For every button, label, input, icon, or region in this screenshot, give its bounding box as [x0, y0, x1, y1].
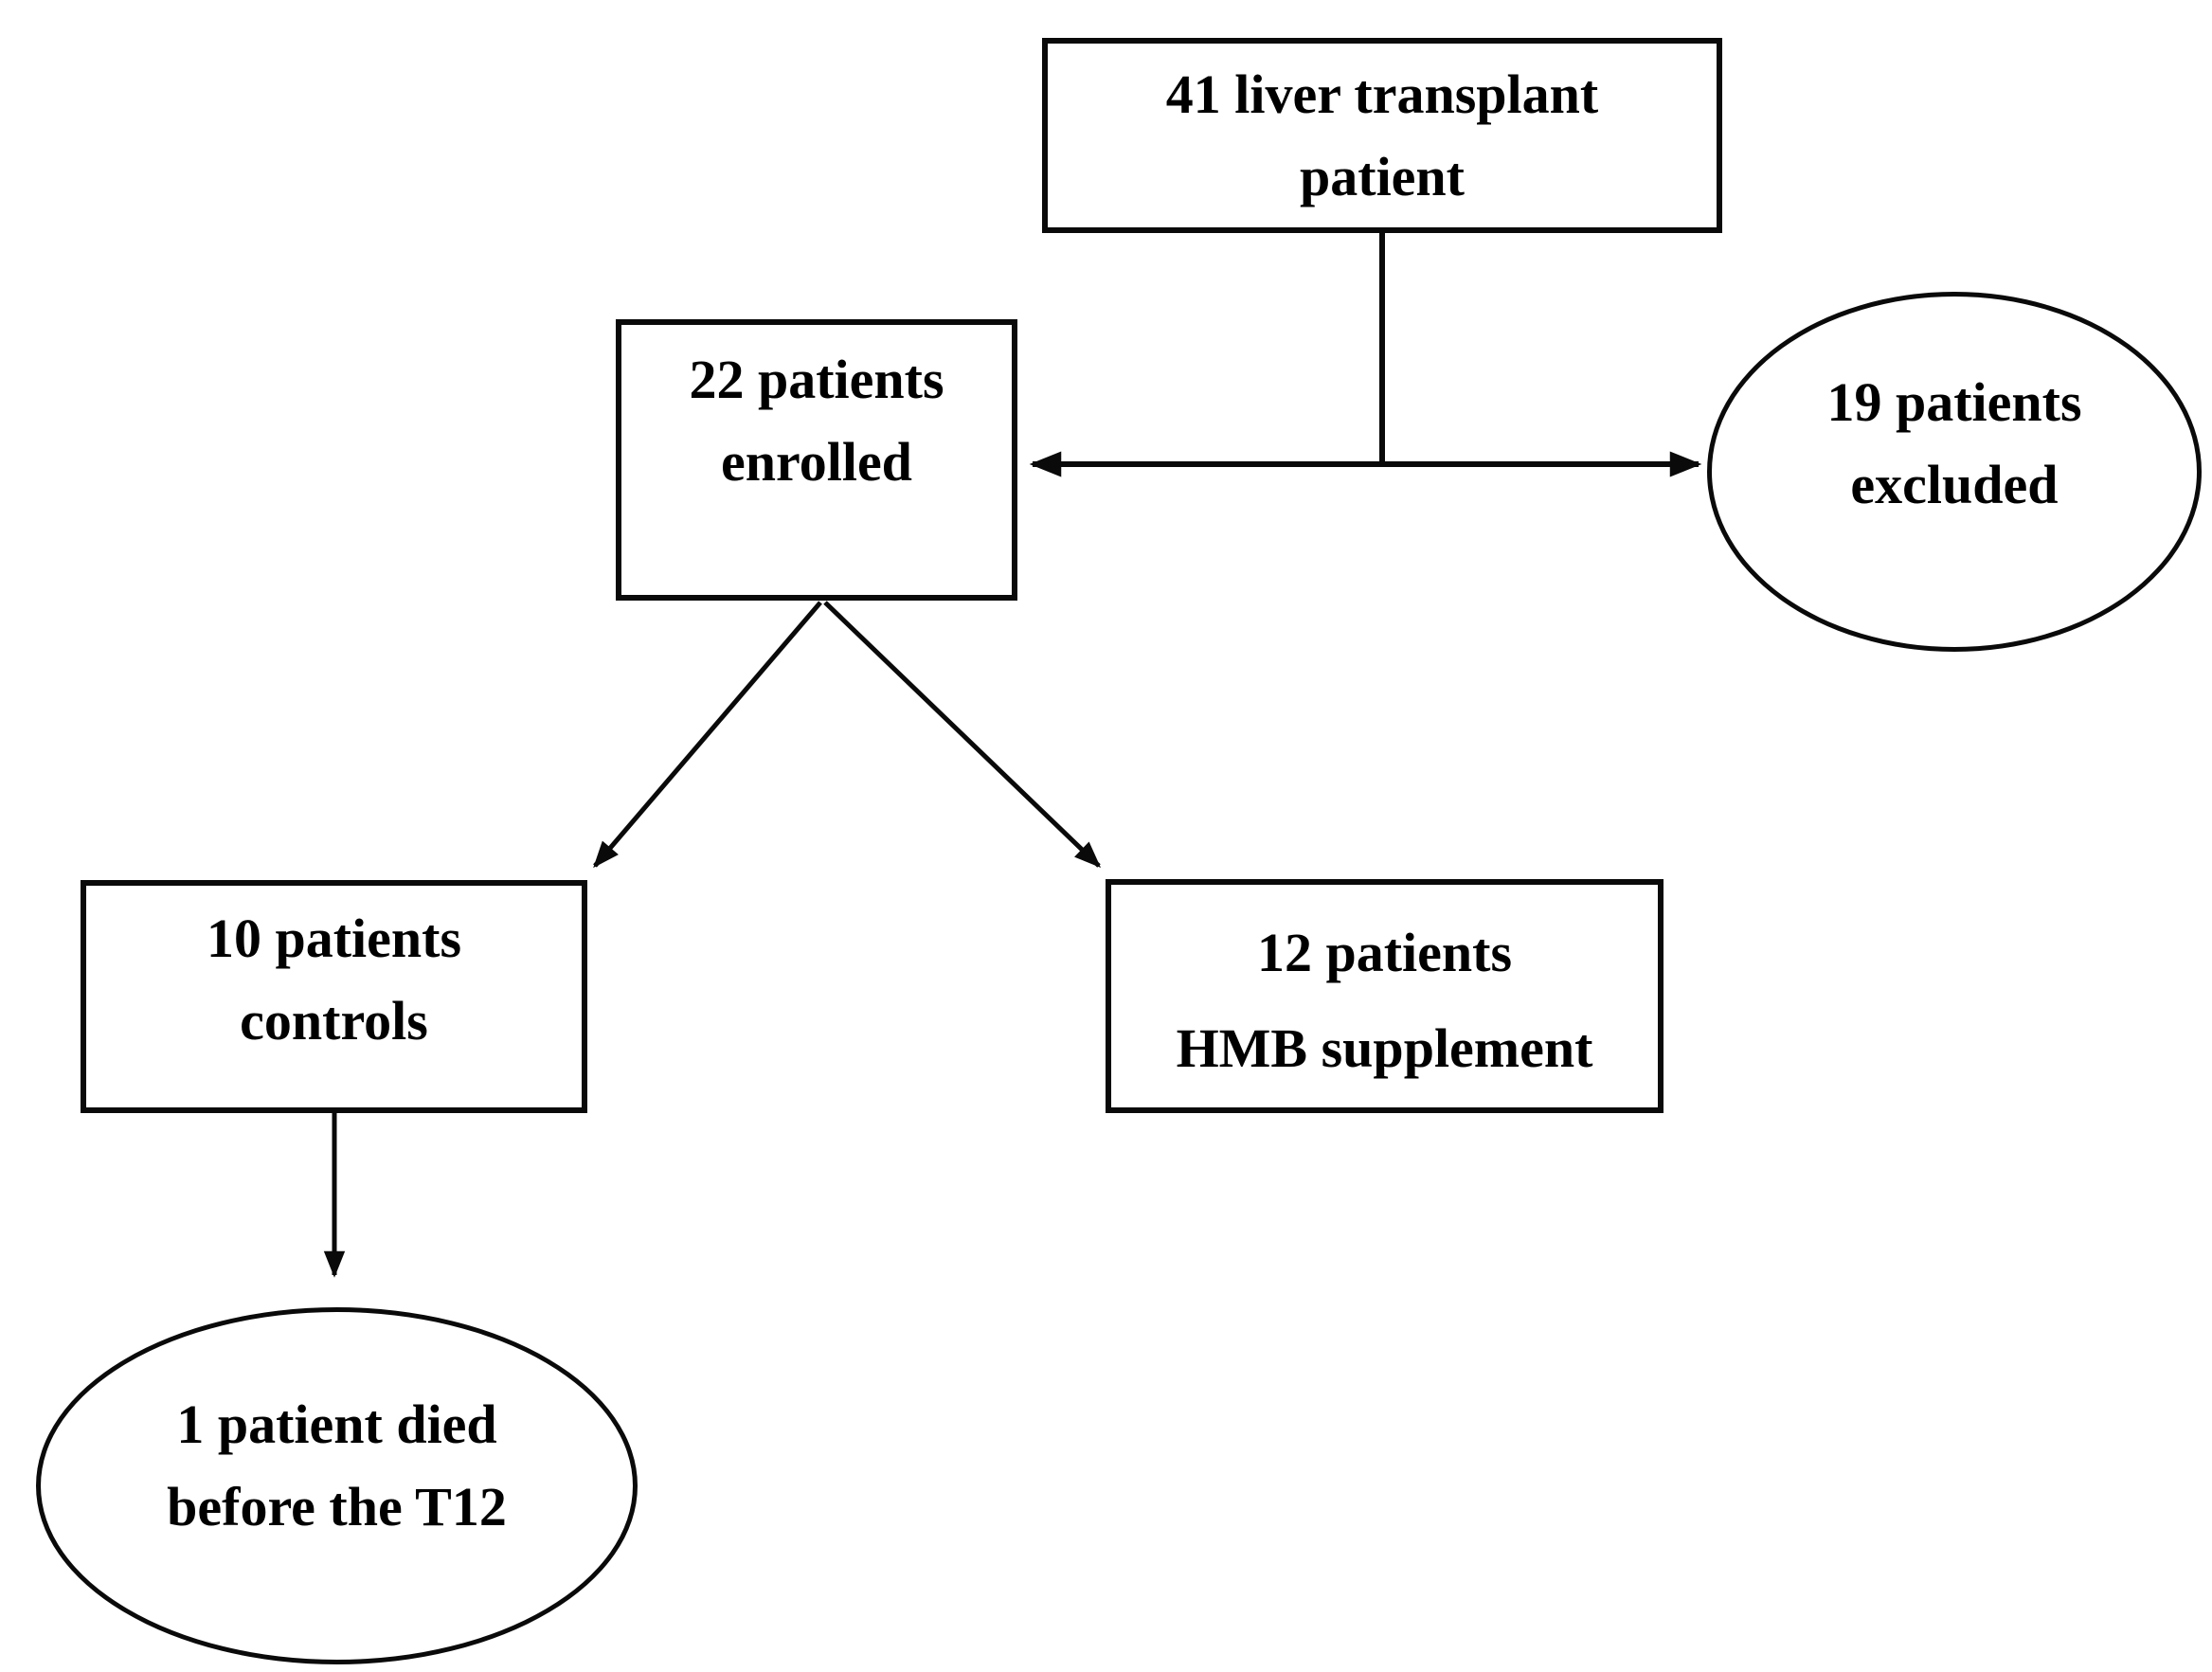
edge-enrolled-to-controls [593, 601, 822, 869]
node-hmb-line1: 12 patients [1256, 922, 1513, 983]
node-enrolled-line2: enrolled [721, 431, 912, 493]
node-hmb-supplement: 12 patients HMB supplement [1106, 879, 1663, 1113]
node-total-line2: patient [1300, 146, 1465, 207]
node-hmb-line2: HMB supplement [1176, 1017, 1593, 1079]
node-died-line2: before the T12 [167, 1475, 507, 1537]
node-excluded-line1: 19 patients [1826, 371, 2082, 433]
node-total-patients: 41 liver transplant patient [1042, 38, 1722, 233]
node-patient-died: 1 patient died before the T12 [36, 1307, 638, 1664]
node-enrolled-line1: 22 patients [689, 349, 944, 410]
node-died-label: 1 patient died before the T12 [167, 1383, 507, 1548]
node-controls-line2: controls [240, 990, 428, 1052]
edge-enrolled-to-hmb [823, 601, 1102, 868]
node-excluded-label: 19 patients excluded [1826, 361, 2081, 526]
node-total-line1: 41 liver transplant [1165, 63, 1599, 125]
node-controls: 10 patients controls [81, 880, 587, 1113]
node-controls-line1: 10 patients [206, 908, 462, 969]
node-died-line1: 1 patient died [176, 1393, 497, 1455]
node-excluded-line2: excluded [1850, 454, 2059, 515]
node-total-label: 41 liver transplant patient [1166, 53, 1599, 218]
node-excluded: 19 patients excluded [1707, 292, 2202, 652]
node-hmb-label: 12 patients HMB supplement [1177, 911, 1593, 1089]
node-enrolled: 22 patients enrolled [616, 319, 1017, 601]
node-controls-label: 10 patients controls [207, 897, 461, 1062]
node-enrolled-label: 22 patients enrolled [689, 338, 944, 503]
